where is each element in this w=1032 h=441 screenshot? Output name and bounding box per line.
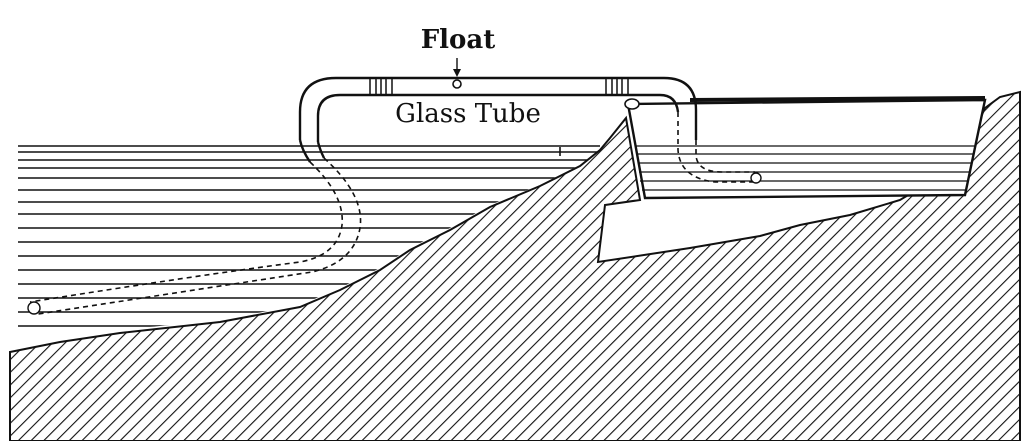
tube-joint-right — [624, 98, 640, 110]
glass-tube — [298, 76, 698, 163]
tube-coupling-right — [605, 77, 629, 96]
glass-tube-label: Glass Tube — [395, 99, 541, 129]
tube-coupling-left — [369, 77, 393, 96]
tube-end-right — [750, 172, 762, 184]
reservoir-water — [636, 145, 975, 191]
float-marker — [452, 79, 462, 89]
tube-end-left — [27, 301, 41, 315]
tube-submerged-right — [677, 112, 755, 183]
tube-submerged-left — [29, 157, 362, 315]
float-arrow-head — [453, 69, 461, 77]
float-label: Float — [421, 25, 496, 55]
reservoir-basin — [626, 98, 987, 200]
reservoir-rim — [689, 96, 986, 102]
